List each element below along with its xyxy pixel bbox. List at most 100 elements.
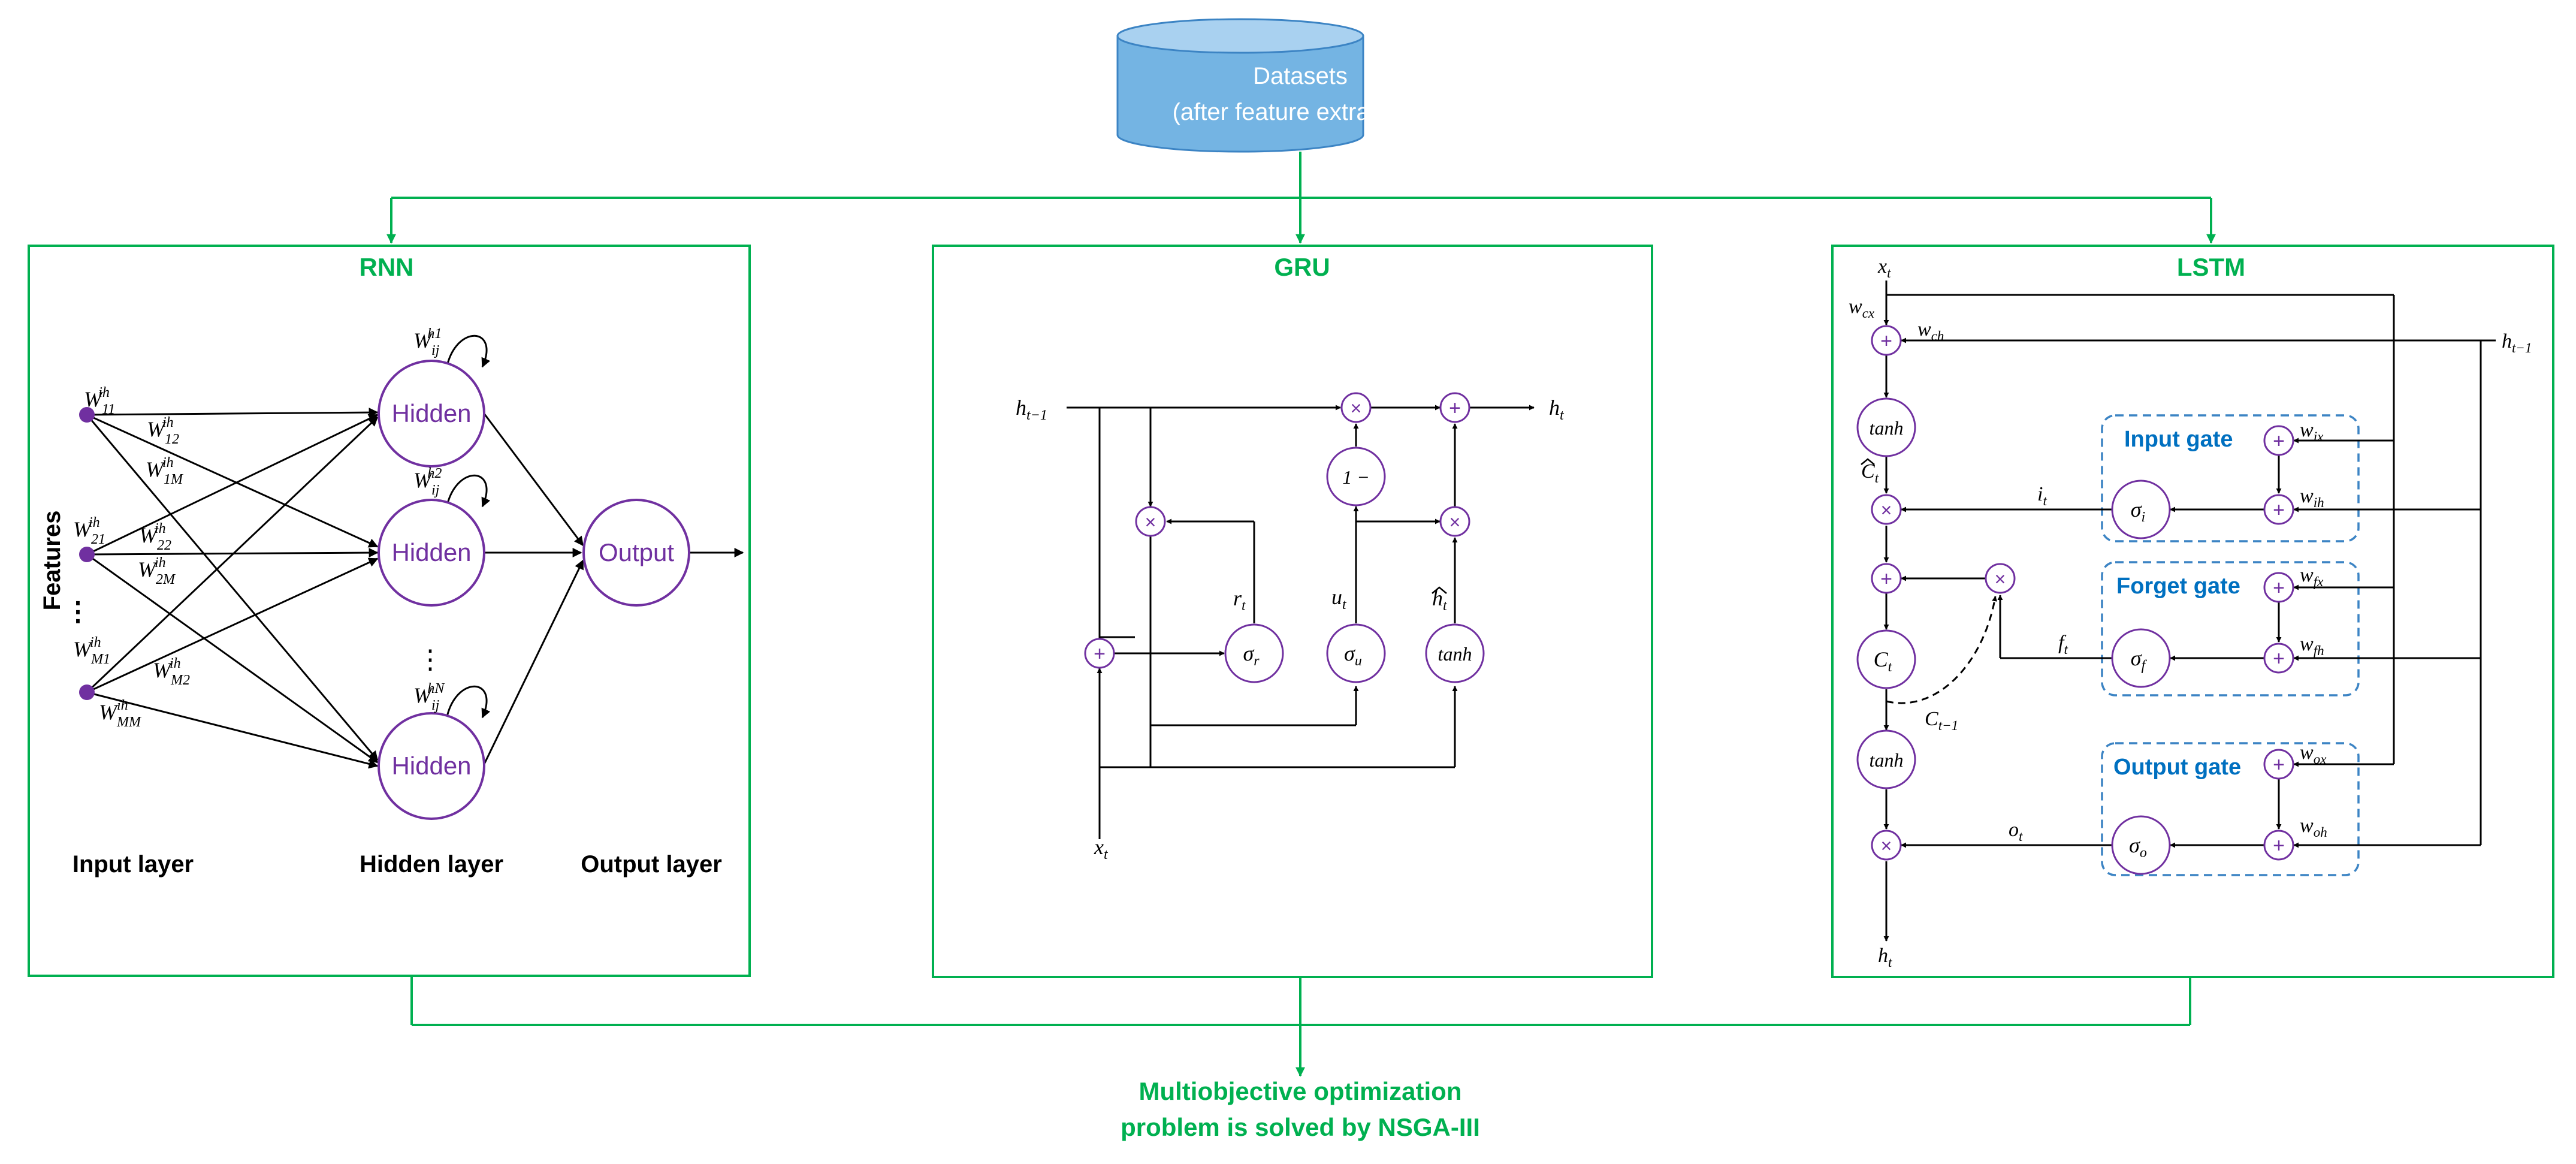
features-label: Features [39, 511, 65, 611]
lstm-f-t: ft [2058, 632, 2068, 657]
hat-mark [1861, 458, 1875, 465]
lstm-w-ox: wox [2300, 741, 2327, 767]
rnn-self-loops [445, 334, 491, 720]
svg-text:tanh: tanh [1870, 749, 1904, 771]
lstm-c-prev: Ct−1 [1925, 708, 1958, 733]
rnn-panel: RNN ⋮ [28, 245, 751, 977]
rnn-hidden-ellipsis: ⋮ [417, 645, 443, 674]
lstm-forget-multiply: × [1985, 563, 2016, 594]
gru-h-tilde: ht [1432, 586, 1448, 614]
gru-top-multiply: × [1340, 392, 1372, 423]
svg-text:σr: σr [1243, 641, 1260, 669]
input-layer-label: Input layer [73, 851, 194, 877]
forget-gate-box [2101, 561, 2360, 696]
rnn-title: RNN [360, 253, 414, 281]
lstm-cell-feedback [1886, 596, 1998, 704]
weight-w12: W12ih [147, 415, 179, 447]
svg-text:×: × [1995, 568, 2006, 590]
svg-text:σi: σi [2131, 497, 2145, 525]
datasets-cylinder: Datasets (after feature extraction) [1116, 18, 1429, 153]
gru-candidate-multiply: × [1439, 506, 1470, 537]
top-connectors [386, 152, 2216, 244]
weight-wh1: Wijh1 [413, 326, 442, 358]
svg-text:+: + [1880, 330, 1892, 352]
svg-text:+: + [1880, 568, 1892, 590]
rnn-weight-labels: W11ih W12ih W1Mih W21ih W22ih W2Mih WM1i… [73, 326, 445, 730]
weight-wMM: WMMih [99, 698, 142, 730]
gru-labels: ht−1 ht xt rt ut ht [1016, 396, 1565, 863]
svg-text:+: + [1094, 643, 1106, 665]
svg-text:×: × [1145, 511, 1156, 533]
lstm-output-multiply: × [1871, 830, 1902, 861]
gru-h-out: ht [1549, 396, 1565, 423]
rnn-hidden-output-connections [483, 413, 744, 765]
lstm-input-multiply: × [1871, 494, 1902, 525]
svg-text:tanh: tanh [1870, 417, 1904, 439]
output-gate-box [2101, 742, 2360, 876]
lstm-h-out: ht [1878, 945, 1892, 970]
lstm-w-ch: wch [1917, 318, 1944, 343]
svg-text:+: + [2273, 577, 2285, 599]
gru-u-t: ut [1331, 585, 1347, 613]
rnn-input-node-2 [79, 547, 95, 562]
svg-text:σo: σo [2129, 833, 2147, 861]
gru-panel: GRU [932, 245, 1653, 978]
hidden-layer-label: Hidden layer [360, 851, 503, 877]
lstm-wires [1883, 281, 2496, 942]
weight-w11: W11ih [84, 385, 115, 417]
lstm-sigma-o: σo [2111, 815, 2171, 875]
weight-w2M: W2Mih [138, 555, 176, 587]
lstm-sigma-i: σi [2111, 480, 2171, 539]
rnn-layer-labels: Input layer Hidden layer Output layer [73, 851, 722, 877]
lstm-o-t: ot [2009, 819, 2023, 844]
lstm-h-prev: ht−1 [2502, 330, 2532, 355]
weight-w22: W22ih [139, 521, 171, 553]
lstm-i-t: it [2037, 483, 2047, 508]
weight-wM1: WM1ih [73, 635, 110, 667]
lstm-gate-adders: + + + + + + [2263, 425, 2294, 861]
gru-r-t: rt [1233, 586, 1246, 614]
hidden-label: Hidden [391, 538, 471, 566]
gru-tanh: tanh [1425, 623, 1485, 683]
rnn-output-node: Output [582, 499, 690, 607]
output-layer-label: Output layer [581, 851, 722, 877]
svg-text:tanh: tanh [1438, 643, 1472, 665]
lstm-w-oh: woh [2300, 815, 2327, 840]
output-label: Output [599, 538, 674, 566]
input-gate-box [2101, 414, 2360, 542]
lstm-w-ix: wix [2300, 419, 2324, 444]
gru-sigma-u: σu [1326, 623, 1386, 683]
result-line-2: problem is solved by NSGA-III [1121, 1113, 1480, 1141]
result-label: Multiobjective optimization problem is s… [1121, 1077, 1480, 1141]
forget-gate-label: Forget gate [2116, 574, 2240, 599]
svg-text:×: × [1449, 511, 1461, 533]
bottom-connectors [410, 977, 2191, 1077]
lstm-labels: xt ht−1 ht wcx wch wix wih wfx wfh wox w… [1849, 255, 2532, 970]
rnn-hidden-node-1: Hidden [378, 360, 485, 468]
svg-text:1 −: 1 − [1342, 466, 1370, 488]
gru-sigma-r: σr [1224, 623, 1284, 683]
lstm-w-ih: wih [2300, 485, 2324, 510]
weight-wM2: WM2ih [153, 656, 190, 688]
lstm-w-fx: wfx [2300, 564, 2324, 589]
datasets-subtitle: (after feature extraction) [1173, 99, 1429, 125]
svg-text:+: + [2273, 499, 2285, 521]
svg-text:+: + [1449, 397, 1461, 420]
rnn-input-node-M [79, 684, 95, 700]
hat-mark [1432, 586, 1447, 594]
lstm-w-fh: wfh [2300, 633, 2324, 658]
svg-text:×: × [1881, 835, 1892, 857]
svg-text:+: + [2273, 647, 2285, 670]
svg-text:×: × [1351, 397, 1362, 419]
gru-x-in: xt [1094, 835, 1109, 863]
lstm-cell-state: Ct [1856, 629, 1916, 689]
weight-w21: W21ih [73, 515, 105, 547]
rnn-input-ellipsis: ⋮ [65, 597, 91, 626]
svg-text:×: × [1881, 499, 1892, 521]
lstm-title: LSTM [2177, 253, 2245, 281]
rnn-hidden-node-N: Hidden [378, 712, 485, 820]
gru-title: GRU [1274, 253, 1330, 281]
rnn-input-node-1 [79, 407, 95, 423]
gru-wires [1067, 405, 1535, 839]
